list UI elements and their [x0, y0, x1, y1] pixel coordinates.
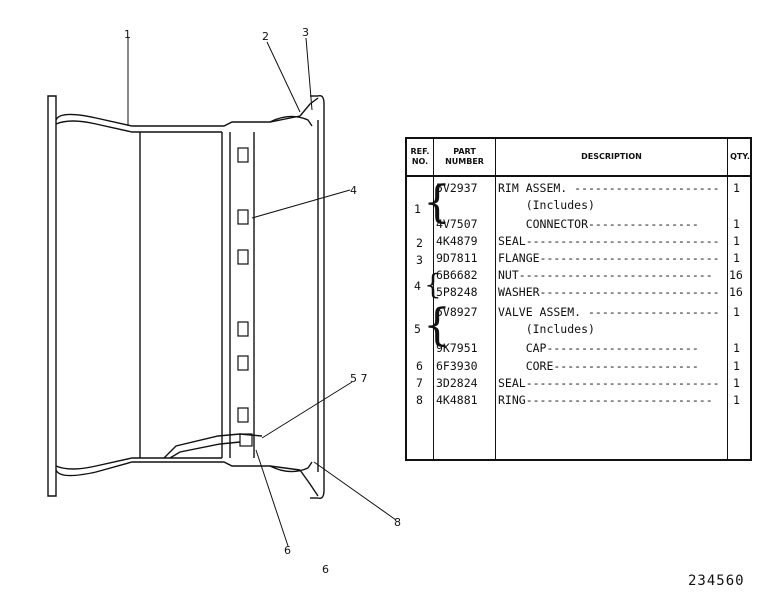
description: CORE--------------------- [498, 359, 699, 373]
nut [237, 147, 249, 163]
rim-assembly-drawing [47, 37, 397, 547]
callout-6: 6 [322, 563, 329, 576]
description: CONNECTOR---------------- [498, 217, 699, 231]
quantity: 16 [729, 268, 743, 282]
nut [237, 321, 249, 337]
part-number: 6B6682 [436, 268, 478, 282]
ref-number: 3 [416, 253, 423, 267]
group-brace: { [424, 268, 442, 301]
quantity: 1 [733, 217, 740, 231]
description: RING--------------------------- [498, 393, 713, 407]
nut [237, 209, 249, 225]
quantity: 1 [733, 376, 740, 390]
part-number: 5V8927 [436, 305, 478, 319]
group-brace: { [423, 177, 451, 228]
ref-number: 2 [416, 236, 423, 250]
callout-6: 6 [284, 544, 291, 557]
part-number: 4K4879 [436, 234, 478, 248]
drawing-number: 234560 [688, 573, 745, 589]
description: (Includes) [498, 322, 595, 336]
description: SEAL---------------------------- [498, 234, 720, 248]
header-part-number: PART NUMBER [434, 139, 495, 177]
part-number: 4K4881 [436, 393, 478, 407]
description: CAP---------------------- [498, 341, 699, 355]
nut [239, 433, 253, 447]
part-number: 5P8248 [436, 285, 478, 299]
callout-1: 1 [124, 28, 131, 41]
part-number: 6F3930 [436, 359, 478, 373]
quantity: 1 [733, 359, 740, 373]
description: NUT---------------------------- [498, 268, 713, 282]
description: VALVE ASSEM. ------------------- [498, 305, 720, 319]
ref-number: 8 [416, 393, 423, 407]
part-number: 5V2937 [436, 181, 478, 195]
ref-number: 5 [414, 322, 421, 336]
nut [237, 407, 249, 423]
quantity: 1 [733, 181, 740, 195]
callout-8: 8 [394, 516, 401, 529]
group-brace: { [423, 300, 451, 351]
description: WASHER-------------------------- [498, 285, 720, 299]
part-number: 9K7951 [436, 341, 478, 355]
nut [237, 355, 249, 371]
header-description: DESCRIPTION [496, 139, 727, 177]
description: FLANGE-------------------------- [498, 251, 720, 265]
part-number: 9D7811 [436, 251, 478, 265]
header-qty: QTY. [728, 139, 752, 177]
ref-number: 4 [414, 279, 421, 293]
left-flange [47, 95, 57, 497]
ref-number: 1 [414, 202, 421, 216]
quantity: 1 [733, 234, 740, 248]
description: (Includes) [498, 198, 595, 212]
valve-stem [163, 433, 263, 459]
quantity: 16 [729, 285, 743, 299]
quantity: 1 [733, 341, 740, 355]
right-flange [317, 94, 325, 500]
part-number: 3D2824 [436, 376, 478, 390]
description: SEAL---------------------------- [498, 376, 720, 390]
quantity: 1 [733, 305, 740, 319]
callout-3: 3 [302, 26, 309, 39]
parts-list-table: REF. NO. PART NUMBER DESCRIPTION QTY. { … [405, 137, 752, 461]
callout-4: 4 [350, 184, 357, 197]
quantity: 1 [733, 251, 740, 265]
description: RIM ASSEM. --------------------- [498, 181, 720, 195]
nut [237, 249, 249, 265]
ref-number: 6 [416, 359, 423, 373]
callout-2: 2 [262, 30, 269, 43]
quantity: 1 [733, 393, 740, 407]
header-ref-no: REF. NO. [407, 139, 433, 177]
ref-number: 7 [416, 376, 423, 390]
part-number: 4V7507 [436, 217, 478, 231]
callout-5-7: 5 7 [350, 372, 368, 385]
